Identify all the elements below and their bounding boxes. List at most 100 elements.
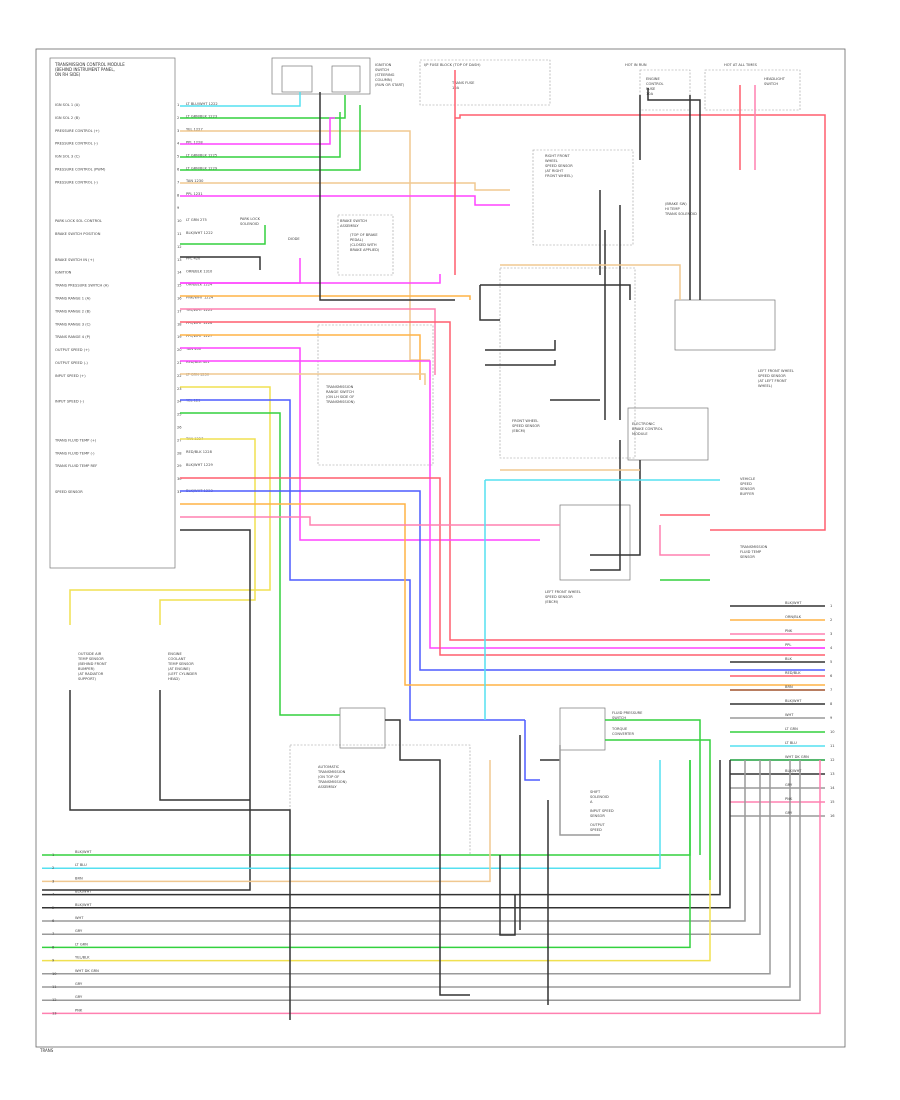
right-wire-number: 10 [830,730,835,734]
pin-label: TRANS FLUID TEMP (+) [54,438,97,442]
transmission-range-box [317,324,434,466]
pin-label: IGN SOL 2 (B) [55,116,80,120]
wire-black [485,360,556,366]
right-wire-label: BLK/WHT [785,601,802,605]
pin-number: 12 [177,245,182,249]
bottom-wire-label: GRY [75,995,83,999]
wire-blue [524,720,540,781]
wire-blue [180,490,825,671]
pin-label: TRANS RANGE 3 (C) [54,322,91,326]
pin-wire-label: BLK/WHT 1229 [186,463,213,467]
control-module: TRANSMISSION CONTROL MODULE (BEHIND INST… [49,57,218,569]
wire-red [455,114,826,531]
wire-green [180,225,266,245]
lower-components: AUTOMATIC TRANSMISSION (ON TOP OF TRANSM… [77,652,643,856]
pin-wire-label: YEL/WHT 1225 [186,308,212,312]
right-wire-number: 7 [830,688,832,692]
bottom-wire-number: 5 [52,906,54,910]
pin-wire-label: ORN/BLK 1310 [186,270,213,274]
pin-number: 8 [177,193,180,197]
outside-air-1: OUTSIDE AIR [78,652,102,656]
pin-label: INPUT SPEED (-) [55,400,84,404]
bottom-wire-label: GRY [75,929,83,933]
lf-assy-2: SPEED SENSOR [545,595,573,599]
bottom-wire-label: LT GRN [75,942,88,946]
right-wire-label: PNK [785,629,793,633]
relay-box [674,299,776,351]
brake-note-3: (CLOSED WITH [350,243,377,247]
left-speed-assy-box [559,504,631,581]
front-wheel-speed-box [499,267,636,459]
bottom-wire-number: 8 [52,945,55,949]
coolant-3: TEMP SENSOR [167,662,194,666]
ignition-label-3: (STEERING [375,73,395,77]
headlight-label-2: SWITCH [764,82,778,86]
pin-number: 7 [177,180,179,184]
pin-label: TRANS RANGE 4 (P) [54,335,91,339]
wire-tan [180,373,426,385]
bottom-wire-label: WHT [75,916,84,920]
trans-assy-3: (ON TOP OF [318,775,339,779]
bottom-wire-label: PNK [75,1008,83,1012]
pin-wire-label: PNK/WHT 1224 [186,295,214,299]
wire-tan [180,182,510,191]
pin-number: 1 [177,103,179,107]
pin-number: 28 [177,451,182,455]
footer-code: TRANS [39,1048,54,1053]
pin-number: 27 [177,438,182,442]
brake-pedal-note-3: TRANS SOLENOID [664,212,697,216]
wire-pink [659,525,710,556]
pin-number: 11 [177,232,182,236]
abs-module-box [627,407,709,461]
lf-assy-3: (EBCM) [545,600,559,604]
wire-black [485,340,556,351]
control-module-title: TRANSMISSION CONTROL MODULE [54,62,125,67]
right-wire-number: 13 [830,772,835,776]
coolant-2: COOLANT [168,657,186,661]
wire-green [180,95,346,119]
headlight-label-1: HEADLIGHT [764,77,786,81]
pin-wire-label: PPL 1231 [186,192,203,196]
pin-number: 20 [177,348,182,352]
pin-number: 15 [177,284,182,288]
brake-note-1: (TOP OF BRAKE [350,233,378,237]
range-switch-3: (ON LH SIDE OF [326,395,354,399]
outside-air-5: (AT RADIATOR [78,672,104,676]
wire-pink [180,516,560,526]
right-wire-label: BLK/WHT [785,699,802,703]
diode-label: DIODE [288,237,300,241]
bottom-wire-number: 1 [52,853,54,857]
right-wire-label: RED/BLK [785,671,801,675]
wire-lightblue [42,760,661,869]
bottom-wire-number: 12 [52,998,57,1002]
range-switch-4: TRANSMISSION) [325,400,355,404]
vss-2: SPEED [740,482,752,486]
headlight-box [704,69,801,111]
wire-pink [180,308,436,375]
engine-fuse-1: ENGINE [646,77,660,81]
pin-number: 31 [177,490,182,494]
rf-sensor-2: WHEEL [545,159,558,163]
outside-air-3: (BEHIND FRONT [78,662,108,666]
pin-number: 29 [177,464,182,468]
pin-label: TRANS FLUID TEMP (-) [54,451,95,455]
vss-3: SENSOR [740,487,755,491]
wire-black [159,690,250,801]
right-wire-label: GRY [785,783,793,787]
trans-fuse-label-2: 10A [452,86,460,90]
abs-2: BRAKE CONTROL [632,427,663,431]
wire-pink [42,760,821,1015]
right-wire-number: 1 [830,604,832,608]
input-speed-2: SENSOR [590,814,605,818]
hot-run-label: HOT IN RUN [625,63,647,67]
pin-wire-label: YEL 1227 [186,128,203,132]
pin-number: 10 [177,219,182,223]
engine-fuse-4: 10A [646,92,654,96]
pin-number: 6 [177,168,180,172]
trans-assy-1: AUTOMATIC [318,765,340,769]
right-wire-label: BLK [785,657,792,661]
bottom-wire-number: 6 [52,919,55,923]
tcc-1: TORQUE [611,727,628,731]
